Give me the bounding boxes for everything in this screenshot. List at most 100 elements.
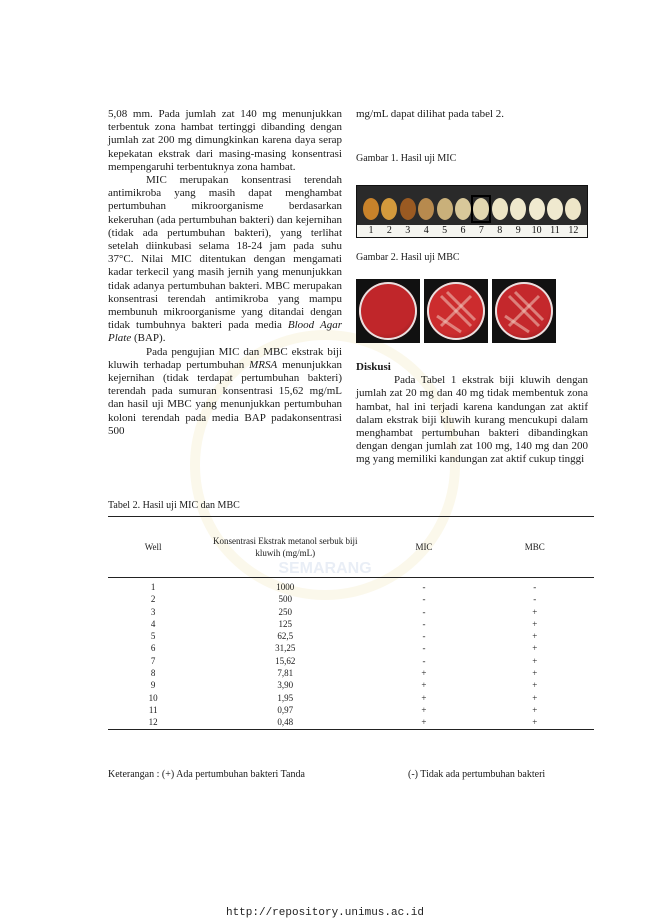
cell-mbc: - (533, 594, 537, 605)
mic-well (547, 198, 563, 220)
keterangan-plus: Keterangan : (+) Ada pertumbuhan bakteri… (108, 769, 305, 780)
mic-well (528, 198, 545, 220)
table-row: 3 250 - + (108, 606, 594, 618)
well-number-label: 1 (368, 225, 374, 236)
table-row: 11 0,97 + + (108, 704, 594, 716)
header-well: Well (144, 541, 162, 552)
well-number-label: 8 (497, 225, 503, 236)
cell-konsentrasi: 1,95 (277, 692, 294, 703)
watermark-text: SEMARANG (278, 560, 372, 577)
bacterial-streak (445, 290, 477, 322)
blood-agar-dish (359, 282, 417, 340)
institution-watermark: SEMARANG (190, 330, 460, 600)
well-number-label: 9 (515, 225, 521, 236)
streak-pattern (504, 290, 545, 334)
cell-konsentrasi: 125 (278, 618, 293, 629)
mic-well (455, 198, 471, 220)
mic-well (565, 198, 582, 220)
cell-mbc: + (532, 717, 538, 728)
diskusi-heading: Diskusi (356, 361, 391, 373)
paragraph-intro: mg/mL dapat dilihat pada tabel 2. (356, 108, 505, 120)
highlighted-well-box (471, 195, 492, 223)
left-column: 5,08 mm. Pada jumlah zat 140 mg menunjuk… (108, 108, 342, 438)
table-row: 12 0,48 + + (108, 716, 594, 730)
cell-mic: - (422, 594, 426, 605)
bap-term: Blood Agar Plate (108, 319, 343, 345)
cell-konsentrasi: 0,97 (277, 704, 294, 715)
right-column: mg/mL dapat dilihat pada tabel 2. Gambar… (356, 108, 588, 165)
cell-mic: - (422, 606, 426, 617)
cell-well: 3 (150, 606, 156, 617)
cell-konsentrasi: 0,48 (277, 717, 294, 728)
figure1-caption: Gambar 1. Hasil uji MIC (356, 153, 457, 165)
paragraph-mic-definition: MIC merupakan konsentrasi terendah antim… (108, 174, 342, 346)
mic-mbc-text-b: menunjukkan kejernihan (tidak terdapat p… (108, 358, 342, 437)
diskusi-paragraph: Pada Tabel 1 ekstrak biji kluwih dengan … (356, 374, 588, 466)
table-header-row: Well Konsentrasi Ekstrak metanol serbuk … (108, 516, 594, 578)
figure2-caption: Gambar 2. Hasil uji MBC (356, 252, 460, 263)
cell-konsentrasi: 31,25 (275, 643, 296, 654)
cell-mbc: + (532, 692, 538, 703)
mic-well (363, 198, 379, 220)
cell-mbc: + (532, 606, 538, 617)
cell-well: 7 (150, 655, 156, 666)
cell-mic: + (421, 692, 427, 703)
cell-well: 5 (150, 631, 156, 642)
cell-mic: - (422, 631, 426, 642)
mic-well (510, 198, 527, 220)
well-number-label: 2 (386, 225, 392, 236)
well-number-label: 10 (531, 225, 542, 236)
cell-mbc: - (533, 582, 537, 592)
cell-mic: + (421, 668, 427, 679)
table-row: 6 31,25 - + (108, 642, 594, 654)
cell-konsentrasi: 62,5 (277, 631, 294, 642)
well-number-label: 5 (442, 225, 448, 236)
header-mbc: MBC (524, 541, 545, 552)
table-row: 5 62,5 - + (108, 630, 594, 642)
cell-well: 4 (150, 618, 156, 629)
cell-konsentrasi: 250 (278, 606, 293, 617)
cell-mbc: + (532, 643, 538, 654)
bacterial-streak (436, 314, 462, 334)
cell-well: 12 (148, 717, 158, 728)
cell-well: 8 (150, 668, 156, 679)
cell-well: 11 (148, 704, 158, 715)
header-konsentrasi: Konsentrasi Ekstrak metanol serbuk biji … (213, 535, 358, 558)
cell-mbc: + (532, 680, 538, 691)
well-number-label: 3 (405, 225, 411, 236)
mic-well (436, 198, 453, 220)
cell-well: 1 (150, 582, 156, 592)
cell-mbc: + (532, 631, 538, 642)
mic-well (381, 198, 398, 220)
well-number-label: 4 (423, 225, 429, 236)
cell-mic: - (422, 643, 426, 654)
bacterial-streak (504, 314, 530, 334)
cell-mic: + (421, 704, 427, 715)
mic-well (399, 198, 416, 220)
mic-mbc-text-a: Pada pengujian MIC dan MBC ekstrak biji … (108, 345, 342, 371)
well-number-label: 6 (460, 225, 466, 236)
cell-mic: + (421, 717, 427, 728)
well-number-label: 7 (478, 225, 484, 236)
cell-mbc: + (532, 655, 538, 666)
diskusi-section: Diskusi Pada Tabel 1 ekstrak biji kluwih… (356, 361, 588, 467)
cell-well: 6 (150, 643, 156, 654)
mic-well (473, 198, 490, 220)
cell-mbc: + (532, 704, 538, 715)
mic-well (418, 198, 435, 220)
bap-suffix: (BAP). (131, 332, 166, 345)
cell-konsentrasi: 500 (278, 594, 293, 605)
cell-mbc: + (532, 668, 538, 679)
well-number-label: 12 (568, 225, 579, 236)
mrsa-term: MRSA (249, 358, 278, 371)
mic-definition-text: MIC merupakan konsentrasi terendah antim… (108, 174, 342, 332)
streak-pattern (436, 290, 477, 334)
